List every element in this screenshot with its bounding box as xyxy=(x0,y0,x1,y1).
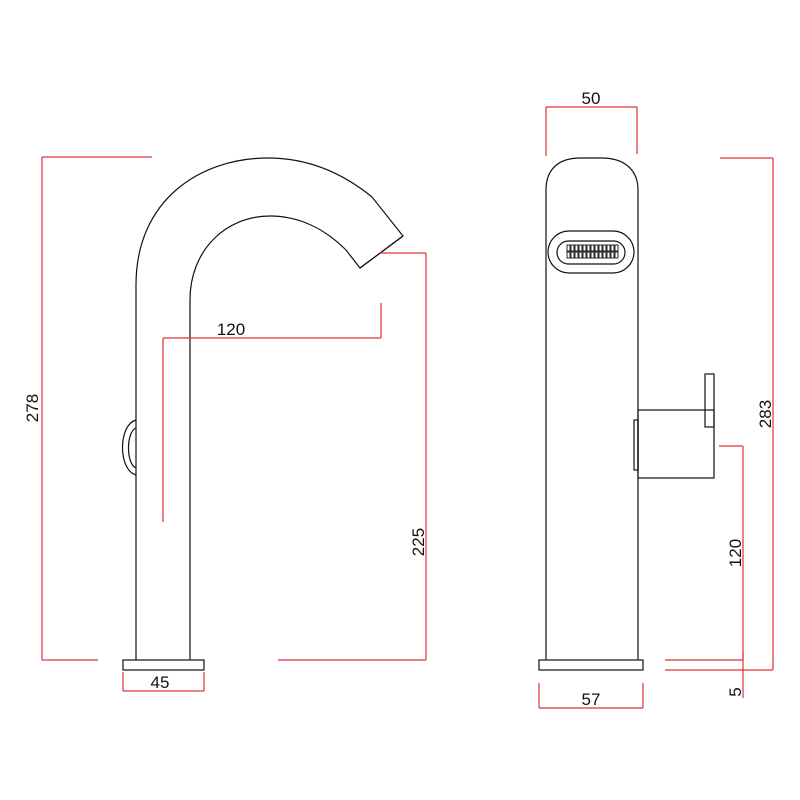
dim-front-body-width: 50 xyxy=(545,89,638,156)
aerator-slot xyxy=(578,251,583,259)
front-lever-collar xyxy=(637,409,715,479)
front-body-outline xyxy=(545,157,639,660)
aerator-slot xyxy=(582,244,587,252)
aerator-slot xyxy=(602,244,607,252)
dim-front-total-height: 283 xyxy=(665,157,775,671)
aerator-slot xyxy=(610,251,615,259)
dim-side-spout-reach: 120 xyxy=(162,303,382,522)
aerator-slot xyxy=(570,251,575,259)
dim-side-spout-clearance: 225 xyxy=(278,252,428,661)
aerator-slot xyxy=(574,251,579,259)
dim-front-lever-height-label: 120 xyxy=(726,539,745,567)
aerator-slot xyxy=(598,251,603,259)
aerator-slot xyxy=(590,244,595,252)
dim-side-total-height-label: 278 xyxy=(23,394,42,422)
aerator-slot xyxy=(566,244,571,252)
aerator-slot xyxy=(578,244,583,252)
dim-side-base-width: 45 xyxy=(122,672,205,692)
dim-front-base-width-label: 57 xyxy=(582,690,601,709)
dim-side-total-height: 278 xyxy=(23,156,152,661)
front-base xyxy=(538,659,644,671)
side-view xyxy=(121,157,404,671)
aerator-slot xyxy=(594,251,599,259)
dim-front-body-width-label: 50 xyxy=(582,89,601,108)
front-lever-handle xyxy=(704,373,715,428)
aerator-slot xyxy=(606,244,611,252)
dim-side-spout-reach-label: 120 xyxy=(217,320,245,339)
side-nozzle-face xyxy=(359,235,404,269)
aerator-slot xyxy=(594,244,599,252)
aerator-slot xyxy=(598,244,603,252)
side-base xyxy=(122,659,205,671)
dim-side-base-width-label: 45 xyxy=(151,673,170,692)
aerator-slot xyxy=(602,251,607,259)
aerator-slot xyxy=(614,251,619,259)
aerator-slot xyxy=(566,251,571,259)
aerator-slot xyxy=(586,244,591,252)
front-aerator-grid xyxy=(566,244,619,259)
dim-front-lever-height: 120 xyxy=(665,445,745,661)
side-lever-knob xyxy=(121,419,137,476)
aerator-slot xyxy=(582,251,587,259)
side-lever-knob-inner xyxy=(127,427,137,469)
dim-front-base-thickness: 5 xyxy=(726,652,745,698)
front-aerator-inner xyxy=(556,240,626,265)
aerator-slot xyxy=(586,251,591,259)
dim-front-base-thickness-label: 5 xyxy=(726,687,745,696)
aerator-slot xyxy=(606,251,611,259)
dim-side-spout-clearance-label: 225 xyxy=(409,528,428,556)
side-spout-outer-outline xyxy=(135,157,404,660)
aerator-slot xyxy=(610,244,615,252)
aerator-slot xyxy=(574,244,579,252)
front-lever-collar-stub xyxy=(633,419,639,471)
aerator-slot xyxy=(590,251,595,259)
front-aerator-outer xyxy=(547,230,635,274)
aerator-slot xyxy=(614,244,619,252)
dim-front-total-height-label: 283 xyxy=(756,400,775,428)
front-view xyxy=(538,157,715,671)
aerator-slot xyxy=(570,244,575,252)
dim-front-base-width: 57 xyxy=(538,683,644,709)
